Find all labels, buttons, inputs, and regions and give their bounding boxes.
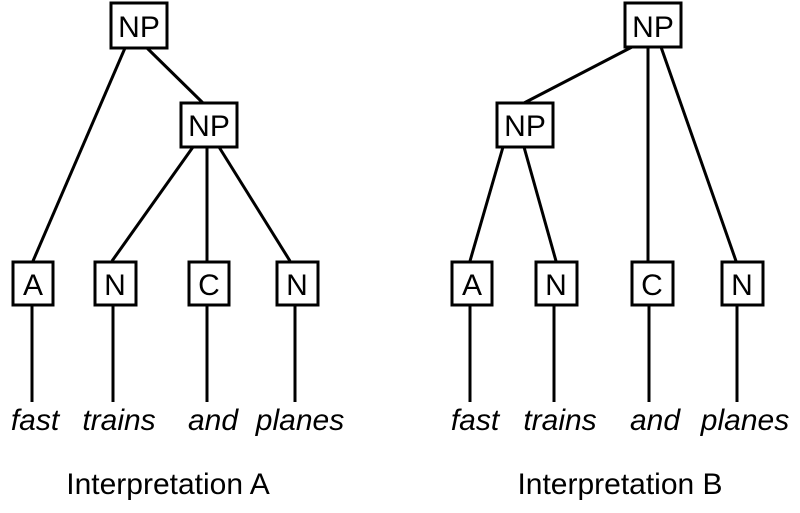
tree-b: NP NP A N C N fast trains and planes Int… [450,1,789,501]
tree-a-leaf-tag-n2: N [286,269,308,302]
tree-b-leaf-box-a [450,260,494,307]
tree-a-inner-box [179,101,239,149]
tree-a-word-and: and [188,404,239,437]
tree-a: NP NP A N C N fast trains and planes Int… [11,1,344,501]
tree-b-word-trains: trains [523,404,596,437]
tree-b-word-and: and [630,404,681,437]
tree-a-leaf-tag-a: A [23,269,43,302]
tree-b-edge-innernp-to-a [468,146,505,262]
tree-a-leaf-box-c [187,260,231,307]
tree-a-word-fast: fast [11,404,61,437]
tree-a-edge-root-to-innernp [145,46,205,105]
tree-a-edge-root-to-a [31,47,127,262]
tree-b-leaf-tag-n2: N [731,269,753,302]
tree-b-edge-root-to-n2 [659,46,738,262]
tree-a-leaf-box-n1 [93,260,138,307]
tree-b-edge-root-to-innernp [523,45,633,105]
tree-b-leaf-box-n1 [534,260,579,307]
tree-a-word-trains: trains [82,404,155,437]
tree-a-root-label: NP [118,11,160,44]
tree-a-caption: Interpretation A [66,468,269,501]
tree-b-inner-label: NP [504,110,546,143]
tree-b-inner-box [495,101,555,149]
tree-a-edge-innernp-to-n1 [110,146,195,262]
tree-b-root-box [623,1,683,49]
tree-a-leaf-box-a [11,260,55,307]
tree-b-root-label: NP [632,11,674,44]
tree-a-edge-innernp-to-n2 [217,146,292,262]
tree-a-leaf-box-n2 [275,260,320,307]
tree-a-leaf-tag-n1: N [104,269,126,302]
tree-a-root-box [109,1,169,50]
tree-a-inner-label: NP [188,110,230,143]
tree-a-word-planes: planes [255,404,344,437]
tree-b-edge-innernp-to-n1 [522,146,558,262]
tree-b-leaf-tag-a: A [462,269,482,302]
tree-b-leaf-tag-c: C [641,269,663,302]
tree-b-leaf-box-n2 [720,260,765,307]
tree-b-word-planes: planes [700,404,789,437]
tree-b-word-fast: fast [451,404,501,437]
tree-b-leaf-tag-n1: N [545,269,567,302]
tree-b-caption: Interpretation B [517,468,722,501]
tree-b-leaf-box-c [630,260,675,307]
tree-a-leaf-tag-c: C [198,269,220,302]
